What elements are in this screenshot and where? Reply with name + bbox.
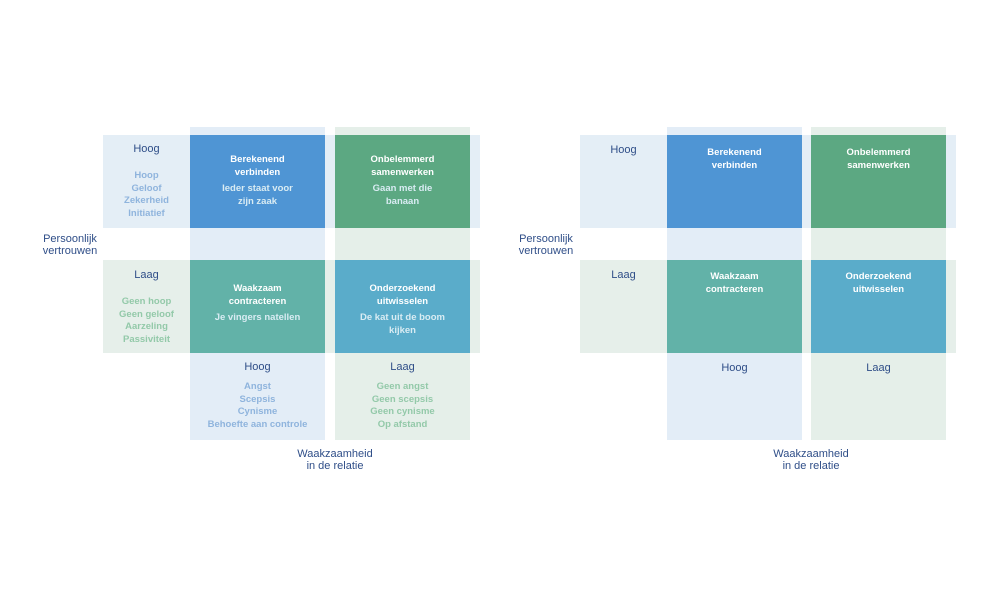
quadrant-subtitle: Gaan met die: [372, 183, 433, 194]
row-level-laag: Laag: [134, 269, 159, 281]
trait: Geen hoop: [121, 296, 172, 307]
quadrant-subtitle: banaan: [385, 196, 420, 207]
column-level-hoog: Hoog: [721, 362, 748, 374]
quadrant-onbelemmerd-samenwerken: Onbelemmerd samenwerken Gaan met die banaa…: [335, 135, 470, 228]
quadrant-waakzaam-contracteren: Waakzaam contracteren Je vingers natellen: [190, 260, 325, 353]
trait: Geen cynisme: [370, 406, 435, 417]
trait: Cynisme: [237, 406, 278, 417]
quadrant-title: Waakzaam: [710, 271, 759, 282]
trait: Geen scepsis: [371, 393, 434, 405]
column-level-hoog: Hoog: [244, 361, 271, 373]
y-axis-title: Persoonlijk vertrouwen: [30, 233, 110, 257]
x-axis-title: Waakzaamheid in de relatie: [285, 448, 385, 472]
column-traits-laag: Geen angst Geen scepsis Geen cynisme Op …: [335, 381, 470, 431]
axis-title-line: Waakzaamheid: [297, 448, 373, 460]
quadrant-subtitle: zijn zaak: [237, 196, 278, 207]
quadrant-subtitle: Je vingers natellen: [214, 312, 301, 323]
trait: Geen angst: [376, 381, 429, 392]
quadrant-title: Waakzaam: [233, 283, 282, 294]
axis-title-line: vertrouwen: [518, 245, 574, 257]
trait: Passiviteit: [123, 333, 170, 345]
quadrant-title: verbinden: [711, 160, 758, 171]
trait: Op afstand: [377, 418, 428, 430]
quadrant-subtitle: De kat uit de boom: [360, 312, 445, 323]
axis-title-line: Persoonlijk: [43, 233, 97, 245]
quadrant-title: Onbelemmerd: [370, 154, 435, 165]
trait: Geloof: [131, 182, 162, 194]
quadrant-berekenend-verbinden: Berekenend verbinden: [667, 135, 802, 228]
trait: Scepsis: [239, 393, 276, 405]
quadrant-subtitle: Ieder staat voor: [222, 183, 293, 194]
trait: Angst: [244, 381, 271, 392]
quadrant-title: samenwerken: [371, 167, 434, 178]
row-traits-laag: Geen hoop Geen geloof Aarzeling Passivit…: [103, 296, 190, 346]
quadrant-title: contracteren: [705, 284, 764, 295]
quadrant-waakzaam-contracteren: Waakzaam contracteren: [667, 260, 802, 353]
column-level-laag: Laag: [390, 361, 415, 373]
quadrant-title: samenwerken: [847, 160, 910, 171]
y-axis-title: Persoonlijk vertrouwen: [506, 233, 586, 257]
axis-title-line: in de relatie: [306, 460, 364, 472]
quadrant-onbelemmerd-samenwerken: Onbelemmerd samenwerken: [811, 135, 946, 228]
trait: Behoefte aan controle: [207, 418, 308, 430]
quadrant-title: Onbelemmerd: [846, 147, 911, 158]
trait: Geen geloof: [119, 308, 174, 320]
row-level-hoog: Hoog: [610, 144, 637, 156]
row-level-laag: Laag: [611, 269, 636, 281]
column-level-laag: Laag: [866, 362, 891, 374]
axis-title-line: in de relatie: [782, 460, 840, 472]
axis-title-line: vertrouwen: [42, 245, 98, 257]
row-traits-hoog: Hoop Geloof Zekerheid Initiatief: [103, 170, 190, 220]
x-axis-title: Waakzaamheid in de relatie: [761, 448, 861, 472]
quadrant-title: uitwisselen: [852, 284, 905, 295]
quadrant-title: Onderzoekend: [845, 271, 912, 282]
quadrant-title: Onderzoekend: [369, 283, 436, 294]
quadrant-title: contracteren: [228, 296, 287, 307]
quadrant-onderzoekend-uitwisselen: Onderzoekend uitwisselen De kat uit de bo…: [335, 260, 470, 353]
quadrant-title: uitwisselen: [376, 296, 429, 307]
trait: Aarzeling: [125, 321, 168, 332]
quadrant-title: verbinden: [234, 167, 281, 178]
quadrant-subtitle: kijken: [389, 325, 416, 336]
quadrant-title: Berekenend: [707, 147, 762, 158]
axis-title-line: Persoonlijk: [519, 233, 573, 245]
row-level-hoog: Hoog: [133, 143, 160, 155]
quadrant-berekenend-verbinden: Berekenend verbinden Ieder staat voor zijn…: [190, 135, 325, 228]
column-traits-hoog: Angst Scepsis Cynisme Behoefte aan contr…: [190, 381, 325, 431]
trait: Hoop: [134, 170, 159, 181]
quadrant-onderzoekend-uitwisselen: Onderzoekend uitwisselen: [811, 260, 946, 353]
trait: Zekerheid: [124, 195, 169, 206]
quadrant-title: Berekenend: [230, 154, 285, 165]
trait: Initiatief: [128, 207, 165, 219]
axis-title-line: Waakzaamheid: [773, 448, 849, 460]
